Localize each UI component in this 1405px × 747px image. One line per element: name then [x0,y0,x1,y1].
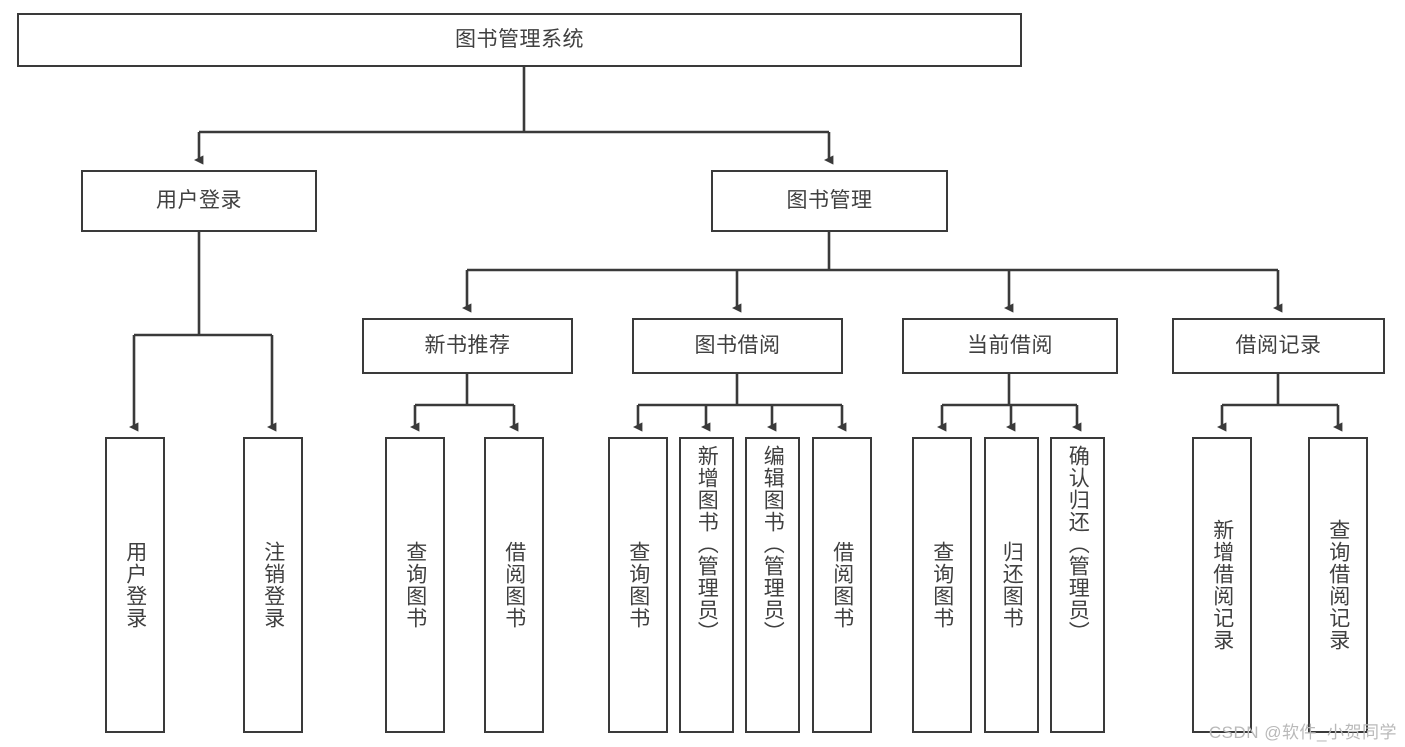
node-leaf-rec-borrow-book[interactable]: 借阅图书 [484,437,544,733]
node-leaf-bb-borrow-book[interactable]: 借阅图书 [812,437,872,733]
node-leaf-br-add-record[interactable]: 新增借阅记录 [1192,437,1252,733]
node-leaf-bb-query-book-label: 查询图书 [626,541,650,629]
node-root[interactable]: 图书管理系统 [17,13,1022,67]
node-leaf-bb-query-book[interactable]: 查询图书 [608,437,668,733]
node-leaf-bb-edit-book[interactable]: 编辑图书（管理员） [745,437,800,733]
node-borrow-record-label: 借阅记录 [1235,333,1322,357]
node-book-manage[interactable]: 图书管理 [711,170,948,232]
node-leaf-cb-confirm-return-label: 确认归还（管理员） [1066,445,1090,643]
node-book-borrow[interactable]: 图书借阅 [632,318,843,374]
node-leaf-user-logout-label: 注销登录 [261,541,285,629]
node-leaf-user-logout[interactable]: 注销登录 [243,437,303,733]
node-leaf-cb-query-book-label: 查询图书 [930,541,954,629]
node-leaf-rec-query-book[interactable]: 查询图书 [385,437,445,733]
node-leaf-cb-query-book[interactable]: 查询图书 [912,437,972,733]
node-leaf-cb-confirm-return[interactable]: 确认归还（管理员） [1050,437,1105,733]
node-borrow-record[interactable]: 借阅记录 [1172,318,1385,374]
node-leaf-user-login-label: 用户登录 [123,541,147,629]
node-book-manage-label: 图书管理 [786,188,873,212]
node-leaf-user-login[interactable]: 用户登录 [105,437,165,733]
node-current-borrow[interactable]: 当前借阅 [902,318,1118,374]
node-leaf-bb-add-book[interactable]: 新增图书（管理员） [679,437,734,733]
node-leaf-br-add-record-label: 新增借阅记录 [1210,519,1234,651]
node-leaf-rec-query-book-label: 查询图书 [403,541,427,629]
node-leaf-bb-add-book-label: 新增图书（管理员） [695,445,719,643]
node-leaf-bb-edit-book-label: 编辑图书（管理员） [761,445,785,643]
node-book-borrow-label: 图书借阅 [694,333,781,357]
node-leaf-rec-borrow-book-label: 借阅图书 [502,541,526,629]
node-root-label: 图书管理系统 [455,27,584,51]
csdn-watermark: CSDN @软件_小贺同学 [1208,723,1397,742]
node-current-borrow-label: 当前借阅 [967,333,1053,357]
node-new-book-rec-label: 新书推荐 [424,333,511,357]
node-user-login[interactable]: 用户登录 [81,170,317,232]
node-user-login-label: 用户登录 [156,188,242,212]
node-leaf-br-query-record[interactable]: 查询借阅记录 [1308,437,1368,733]
node-leaf-bb-borrow-book-label: 借阅图书 [830,541,854,629]
node-leaf-cb-return-book-label: 归还图书 [1000,541,1024,629]
node-new-book-rec[interactable]: 新书推荐 [362,318,573,374]
node-leaf-cb-return-book[interactable]: 归还图书 [984,437,1039,733]
node-leaf-br-query-record-label: 查询借阅记录 [1326,519,1350,651]
